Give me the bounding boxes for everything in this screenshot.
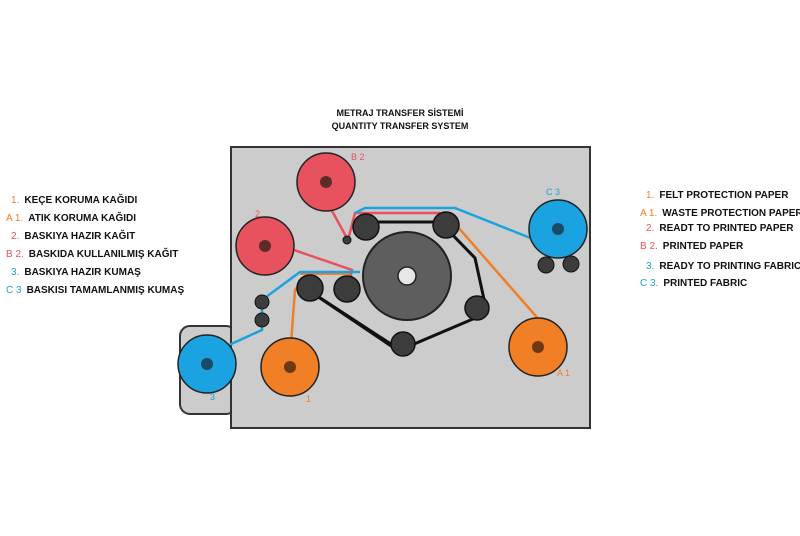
roll-c3: [528, 199, 588, 259]
printed-paper-path: [324, 199, 440, 244]
roll-2: [235, 216, 295, 276]
roll-3: [177, 334, 237, 394]
felt-belt-lower: [304, 286, 401, 354]
roller-top-left: [352, 213, 380, 241]
label-a1: A 1: [557, 368, 570, 378]
roller-top-right: [432, 211, 460, 239]
legend-tr-item: A 1. ATIK KORUMA KAĞIDI: [6, 213, 137, 224]
roller-c3-left: [537, 256, 555, 274]
roller-right: [464, 295, 490, 321]
legend-en-item: B 2. PRINTED PAPER: [640, 241, 744, 252]
legend-en-item: 3. READY TO PRINTING FABRIC: [646, 261, 800, 272]
printed-fabric-path: [354, 206, 549, 247]
label-b2: B 2: [351, 152, 365, 162]
legend-en-item: 1. FELT PROTECTION PAPER: [646, 190, 789, 201]
label-c3: C 3: [546, 187, 560, 197]
legend-en-item: A 1. WASTE PROTECTION PAPER: [640, 208, 800, 219]
roller-left: [296, 274, 324, 302]
legend-tr-item: B 2. BASKIDA KULLANILMIŞ KAĞIT: [6, 249, 179, 260]
legend-tr-item: 2. BASKIYA HAZIR KAĞIT: [11, 231, 136, 242]
title-line-en: QUANTITY TRANSFER SYSTEM: [331, 121, 469, 131]
legend-tr-item: C 3 BASKISI TAMAMLANMIŞ KUMAŞ: [6, 285, 185, 296]
label-2: 2: [255, 209, 260, 219]
main-drum-hub: [397, 266, 417, 286]
roll-1: [260, 337, 320, 397]
legend-tr-item: 3. BASKIYA HAZIR KUMAŞ: [11, 267, 141, 278]
title-line-tr: METRAJ TRANSFER SİSTEMİ: [336, 108, 464, 118]
label-1: 1: [306, 394, 311, 404]
roller-guide-upper: [254, 294, 270, 310]
roller-left-inner: [333, 275, 361, 303]
roller-bottom: [390, 331, 416, 357]
roller-guide-lower: [254, 312, 270, 328]
roll-a1: [508, 317, 568, 377]
waste-protection-path: [449, 217, 549, 331]
legend-tr-item: 1. KEÇE KORUMA KAĞIDI: [11, 195, 138, 206]
legend-en-item: C 3. PRINTED FABRIC: [640, 278, 748, 289]
legend-en-item: 2. READT TO PRINTED PAPER: [646, 223, 794, 234]
roller-tiny: [342, 235, 352, 245]
roller-c3-right: [562, 255, 580, 273]
roll-b2: [296, 152, 356, 212]
label-3: 3: [210, 392, 215, 402]
